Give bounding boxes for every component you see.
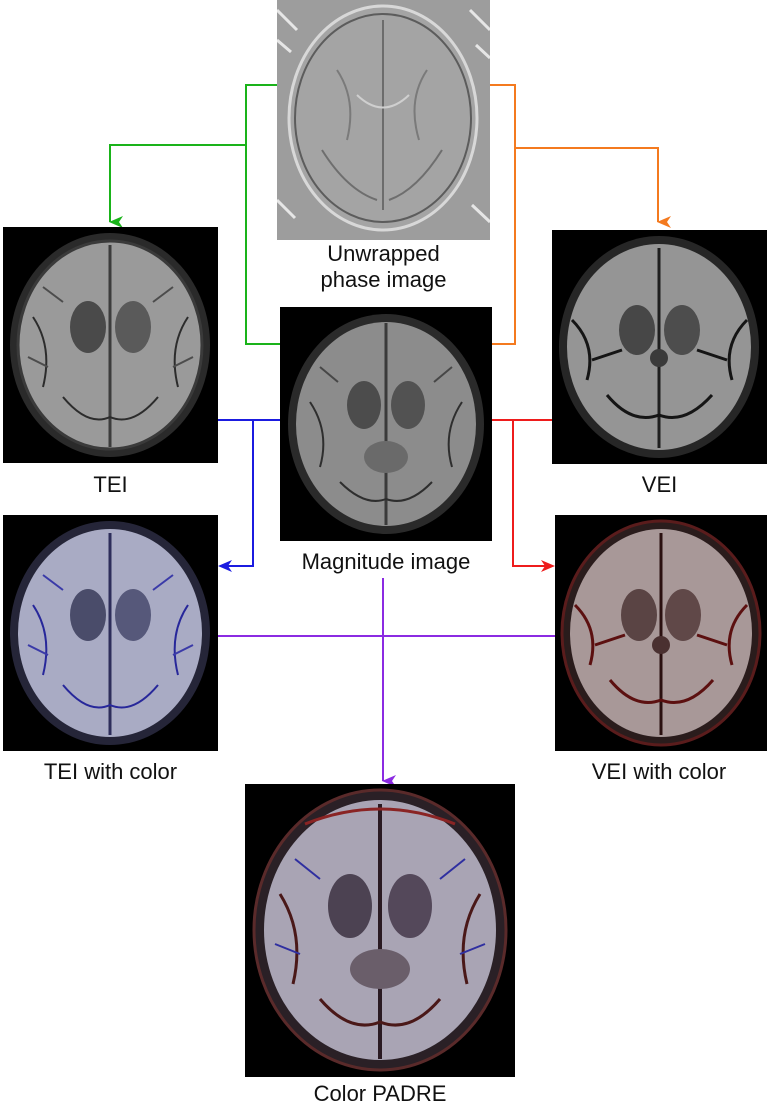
vei-label: VEI — [641, 472, 678, 497]
vei-color-image — [555, 515, 767, 751]
tei-color-label: TEI with color — [43, 759, 178, 784]
green-connector — [109, 84, 280, 345]
vei-color-label: VEI with color — [591, 759, 727, 784]
phase-image-label: Unwrapped phase image — [277, 241, 490, 293]
vei-image — [552, 230, 767, 464]
tei-label: TEI — [93, 472, 128, 497]
tei-image — [3, 227, 218, 463]
blue-connector — [218, 419, 280, 572]
orange-connector — [490, 84, 671, 345]
padre-label: Color PADRE — [313, 1081, 447, 1106]
red-connector — [492, 419, 555, 572]
purple-connector — [218, 578, 555, 787]
phase-image — [277, 0, 490, 240]
tei-color-image — [3, 515, 218, 751]
phase-label-line1: Unwrapped — [327, 241, 440, 266]
magnitude-label: Magnitude image — [301, 549, 471, 574]
magnitude-image — [280, 307, 492, 541]
phase-label-line2: phase image — [320, 267, 447, 292]
padre-image — [245, 784, 515, 1077]
